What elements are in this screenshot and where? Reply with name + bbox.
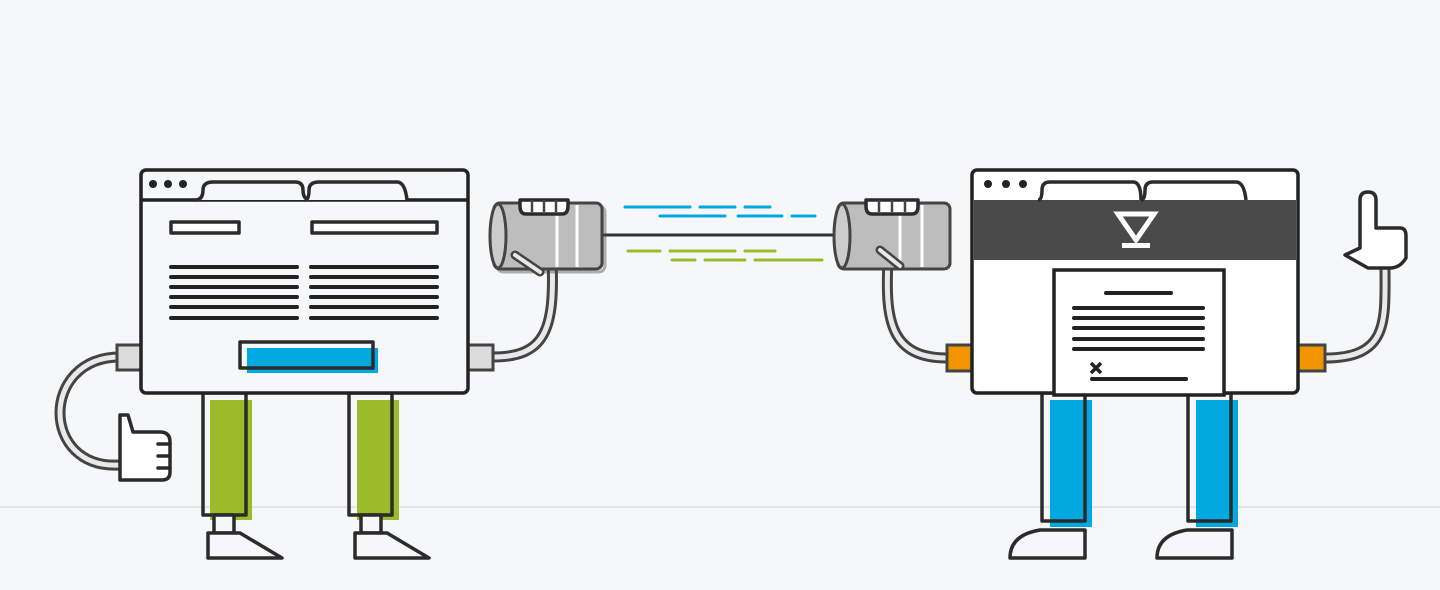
browser-tab	[194, 180, 312, 202]
browser-tab	[304, 180, 409, 202]
tin-can-icon	[832, 198, 952, 271]
thumbs-up-hand-icon	[118, 413, 172, 482]
document-card	[1052, 268, 1226, 397]
left-connector	[115, 343, 143, 372]
window-dots-icon	[984, 180, 1027, 188]
header-bar	[974, 200, 1296, 260]
tin-can-icon	[488, 198, 607, 277]
right-connector	[1296, 343, 1327, 373]
logo-icon	[1113, 211, 1159, 248]
window-dots-icon	[149, 180, 187, 188]
signal-dashes-blue	[623, 205, 817, 218]
left-shoe	[206, 531, 284, 560]
signal-dashes-green	[626, 249, 824, 262]
right-character	[832, 168, 1408, 560]
right-shoe	[353, 531, 431, 560]
left-arm-cable	[54, 351, 126, 471]
document-lines	[1072, 291, 1205, 381]
right-arm-cable	[1319, 259, 1391, 364]
browser-tab	[1037, 180, 1143, 202]
left-arm-cable	[881, 254, 953, 364]
right-shoe	[1155, 528, 1234, 560]
right-connector	[466, 343, 495, 372]
left-shoe	[1008, 528, 1087, 560]
text-lines	[169, 265, 439, 320]
left-character	[54, 168, 607, 560]
finger-up-hand-icon	[1343, 190, 1408, 270]
left-connector	[945, 343, 974, 373]
close-x-icon	[1089, 361, 1103, 375]
